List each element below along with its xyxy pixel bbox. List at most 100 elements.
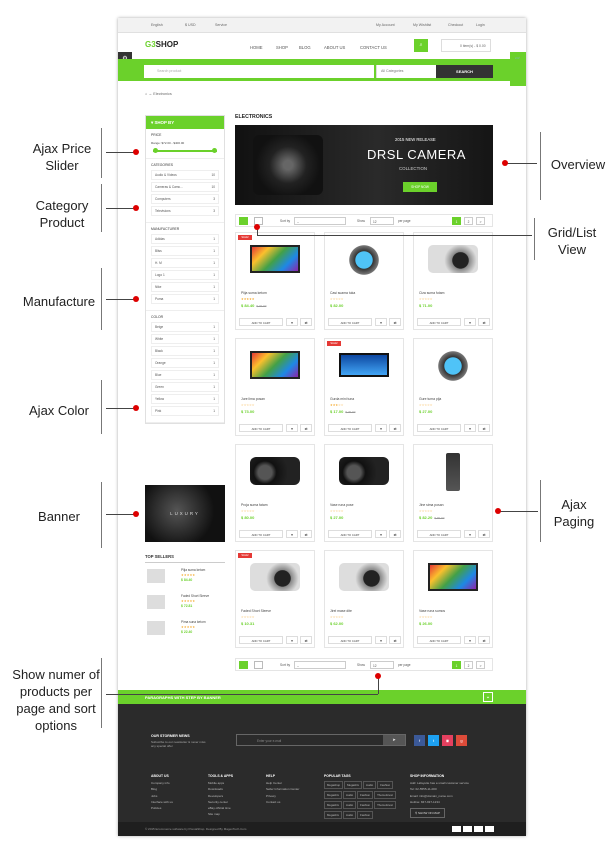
add-to-cart-button[interactable]: ADD TO CART <box>239 424 283 432</box>
footer-link[interactable]: Site map <box>208 812 220 817</box>
footer-link[interactable]: Downloads <box>208 787 223 792</box>
add-to-cart-button[interactable]: ADD TO CART <box>328 636 372 644</box>
wishlist-link[interactable]: My Wishlist <box>413 23 432 27</box>
wishlist-heart-icon[interactable]: ♥ <box>286 636 298 644</box>
add-to-cart-button[interactable]: ADD TO CART <box>328 318 372 326</box>
show-on-map-button[interactable]: ⚲ SHOW ON MAP <box>410 808 446 819</box>
wishlist-heart-icon[interactable]: ♥ <box>464 318 476 326</box>
product-name[interactable]: Gure tuma pija <box>419 397 442 401</box>
compare-icon[interactable]: ⇄ <box>389 318 401 326</box>
wishlist-heart-icon[interactable]: ♥ <box>286 424 298 432</box>
footer-link[interactable]: Mobile apps <box>208 781 225 785</box>
tag-link[interactable]: Audio <box>363 781 377 789</box>
product-name[interactable]: Gurda mini tuna <box>330 397 355 401</box>
product-name[interactable]: Proja suma fatam <box>241 503 268 507</box>
page-next[interactable]: > <box>476 217 485 225</box>
category-select[interactable]: All Categories <box>376 65 436 78</box>
per-page-select[interactable]: 12 <box>370 661 394 669</box>
logo[interactable]: G3SHOP <box>145 40 179 49</box>
footer-link[interactable]: Privacy <box>266 793 276 798</box>
product-name[interactable]: Plija suma ketom <box>181 568 206 572</box>
product-name[interactable]: Casi suama tuka <box>330 291 356 295</box>
footer-link[interactable]: Help Center <box>266 781 283 785</box>
tag-link[interactable]: Audio <box>342 791 357 799</box>
product-name[interactable]: Vase runa pose <box>330 503 354 507</box>
header-search-icon[interactable]: ⌕ <box>414 39 428 52</box>
tag-link[interactable]: Megashix <box>344 781 363 789</box>
compare-icon[interactable]: ⇄ <box>300 530 312 538</box>
facebook-icon[interactable]: f <box>414 735 425 746</box>
wishlist-heart-icon[interactable]: ♥ <box>375 318 387 326</box>
product-image[interactable] <box>428 245 478 273</box>
top-seller-item[interactable]: Pima suna ketom★★★★★$ 22.40 <box>145 619 225 645</box>
nav-contact[interactable]: CONTACT US <box>360 45 387 50</box>
tag-link[interactable]: Fashion <box>377 781 394 789</box>
my-account-link[interactable]: My Account <box>376 23 395 27</box>
page-next[interactable]: > <box>476 661 485 669</box>
compare-icon[interactable]: ⇄ <box>389 636 401 644</box>
product-image[interactable] <box>438 347 468 385</box>
product-image[interactable] <box>339 353 389 377</box>
footer-link[interactable]: Security center <box>208 799 229 804</box>
footer-toggle-icon[interactable]: ⌄ <box>483 692 493 702</box>
tag-link[interactable]: Megashix <box>324 811 342 819</box>
footer-link[interactable]: Jobs <box>151 793 158 798</box>
wishlist-heart-icon[interactable]: ♥ <box>375 636 387 644</box>
slider-handle-max[interactable] <box>212 148 217 153</box>
search-input[interactable]: Search product <box>144 65 374 78</box>
nav-home[interactable]: HOME <box>250 45 263 50</box>
wishlist-heart-icon[interactable]: ♥ <box>375 424 387 432</box>
tag-link[interactable]: Audio <box>342 801 357 809</box>
wishlist-heart-icon[interactable]: ♥ <box>286 318 298 326</box>
footer-link[interactable]: Blog <box>151 787 158 792</box>
product-image[interactable] <box>428 563 478 591</box>
product-image[interactable] <box>446 453 460 491</box>
add-to-cart-button[interactable]: ADD TO CART <box>328 424 372 432</box>
wishlist-heart-icon[interactable]: ♥ <box>464 636 476 644</box>
compare-icon[interactable]: ⇄ <box>300 318 312 326</box>
product-name[interactable]: Jirel mase dite <box>330 609 352 613</box>
checkout-link[interactable]: Checkout <box>448 23 464 27</box>
page-2[interactable]: 2 <box>464 661 473 669</box>
search-button[interactable]: SEARCH <box>436 65 493 78</box>
product-card[interactable]: SALE!Plija suma ketom★★★★★$ 84.40$ 40.00… <box>235 232 315 330</box>
tag-link[interactable]: Fashion <box>357 811 374 819</box>
cart-summary[interactable]: 0 item(s) - $ 0.00 <box>441 39 491 52</box>
add-to-cart-button[interactable]: ADD TO CART <box>328 530 372 538</box>
product-name[interactable]: Jure lima posan <box>241 397 265 401</box>
wishlist-heart-icon[interactable]: ♥ <box>464 424 476 432</box>
tag-link[interactable]: Megashix <box>324 801 342 809</box>
tag-link[interactable]: Themeforest <box>374 801 396 809</box>
add-to-cart-button[interactable]: ADD TO CART <box>417 424 461 432</box>
top-seller-item[interactable]: Faded Short Sleeve★★★★★$ 72.81 <box>145 593 225 619</box>
service-link[interactable]: Service <box>215 23 227 27</box>
product-name[interactable]: Faded Short Sleeve <box>181 594 210 598</box>
slider-handle-min[interactable] <box>153 148 158 153</box>
footer-link[interactable]: Contact us <box>266 799 281 804</box>
product-name[interactable]: Plija suma ketom <box>241 291 267 295</box>
footer-link[interactable]: Policies <box>151 806 162 811</box>
login-link[interactable]: Login <box>476 23 485 27</box>
tag-link[interactable]: Megashop <box>324 781 344 789</box>
product-image[interactable] <box>250 351 300 379</box>
grid-view-icon[interactable] <box>239 217 248 225</box>
add-to-cart-button[interactable]: ADD TO CART <box>417 636 461 644</box>
product-image[interactable] <box>250 563 300 591</box>
product-name[interactable]: Ciza suma futam <box>419 291 445 295</box>
